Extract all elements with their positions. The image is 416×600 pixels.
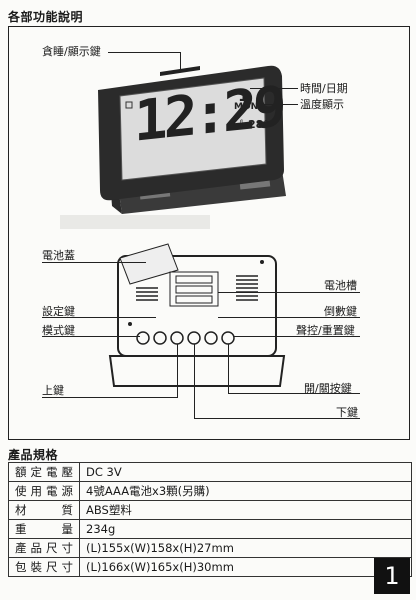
label-voice-reset-key: 聲控/重置鍵: [296, 324, 355, 337]
label-down-key: 下鍵: [336, 406, 358, 419]
label-onoff-key: 開/關按鍵: [304, 382, 352, 395]
table-row: 產品尺寸(L)155x(W)158x(H)27mm: [8, 538, 412, 558]
label-temp-display: 溫度顯示: [300, 98, 344, 111]
thermometer-icon: 🌡: [236, 120, 248, 130]
diagram-frame: [8, 26, 410, 440]
label-mode-key: 模式鍵: [42, 324, 75, 337]
page-number: 1: [374, 558, 410, 594]
label-time-date: 時間/日期: [300, 82, 348, 95]
label-set-key: 設定鍵: [42, 305, 75, 318]
clock-diagram: [60, 65, 286, 229]
label-up-key: 上鍵: [42, 384, 64, 397]
label-snooze-key: 貪睡/顯示鍵: [42, 45, 101, 58]
label-countdown-key: 倒數鍵: [324, 305, 357, 318]
table-row: 包裝尺寸(L)166x(W)165x(H)30mm: [8, 557, 412, 577]
lcd-temp: 28°: [248, 118, 269, 131]
label-battery-cover: 電池蓋: [42, 249, 75, 262]
section-title-parts: 各部功能說明: [8, 10, 84, 24]
section-title-specs: 產品規格: [8, 448, 59, 462]
lcd-date: 1: [238, 86, 250, 105]
back-diagram: [108, 243, 286, 387]
lcd-day: MON: [234, 102, 259, 112]
label-battery-slot: 電池槽: [324, 279, 357, 292]
